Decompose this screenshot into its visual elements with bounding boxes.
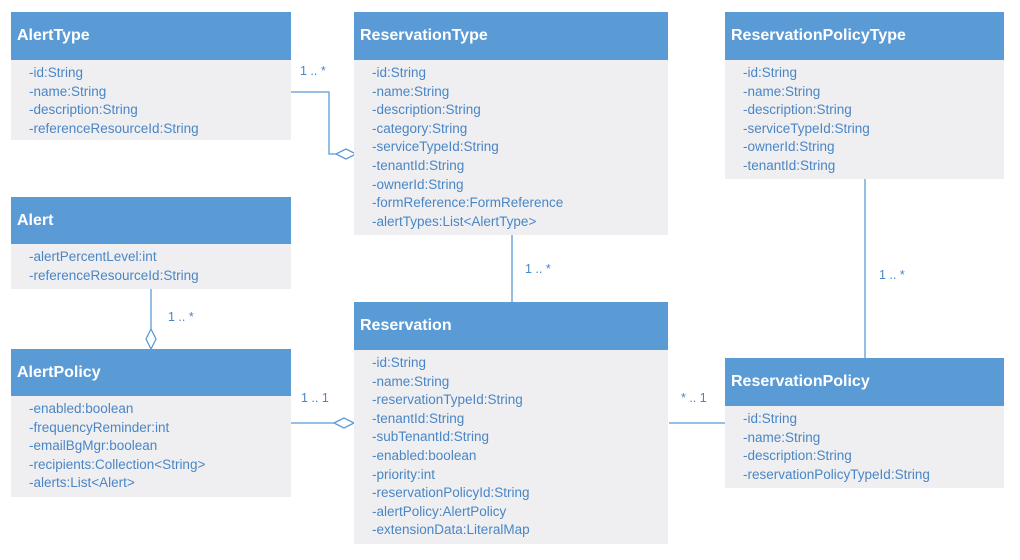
class-alert-policy[interactable]: AlertPolicy -enabled:boolean -frequencyRe… bbox=[11, 349, 291, 497]
class-attribute: -reservationPolicyId:String bbox=[372, 485, 530, 501]
class-title: Alert bbox=[11, 197, 291, 244]
class-attribute: -serviceTypeId:String bbox=[743, 120, 870, 136]
class-attribute: -alertPolicy:AlertPolicy bbox=[372, 503, 507, 519]
class-attributes: -id:String -name:String -description:Strin… bbox=[354, 60, 668, 235]
multiplicity-reservationtype-reservation: 1 .. * bbox=[525, 262, 551, 276]
aggregation-diamond bbox=[332, 417, 356, 429]
class-attribute: -alertTypes:List<AlertType> bbox=[372, 213, 537, 229]
class-attribute: -id:String bbox=[372, 65, 427, 80]
class-attribute: -name:String bbox=[29, 83, 107, 99]
class-attribute: -description:String bbox=[743, 102, 852, 118]
class-attribute: -description:String bbox=[372, 102, 481, 118]
class-attribute: -extensionData:LiteralMap bbox=[372, 522, 530, 538]
multiplicity-policytype-policy: 1 .. * bbox=[879, 268, 905, 282]
class-attribute: -description:String bbox=[29, 102, 138, 118]
class-title: AlertPolicy bbox=[11, 349, 291, 396]
multiplicity-alert-alertpolicy: 1 .. * bbox=[168, 310, 194, 324]
class-attribute: -alerts:List<Alert> bbox=[29, 475, 135, 491]
class-attribute: -ownerId:String bbox=[372, 176, 464, 192]
multiplicity-alerttype-reservationtype: 1 .. * bbox=[300, 64, 326, 78]
class-attribute: -enabled:boolean bbox=[29, 401, 134, 416]
class-attribute: -referenceResourceId:String bbox=[29, 120, 199, 136]
class-attribute: -id:String bbox=[372, 355, 427, 370]
class-attribute: -formReference:FormReference bbox=[372, 195, 564, 211]
class-attributes: -alertPercentLevel:int -referenceResource… bbox=[11, 244, 291, 289]
class-attribute: -tenantId:String bbox=[372, 410, 465, 426]
class-attribute: -referenceResourceId:String bbox=[29, 267, 199, 283]
class-title: AlertType bbox=[11, 12, 291, 60]
class-attribute: -recipients:Collection<String> bbox=[29, 456, 206, 472]
class-attribute: -category:String bbox=[372, 120, 468, 136]
class-attribute: -name:String bbox=[743, 429, 821, 445]
multiplicity-reservation-policy: * .. 1 bbox=[681, 391, 707, 405]
class-title: ReservationType bbox=[354, 12, 668, 60]
class-attributes: -id:String -name:String -reservationTypeId… bbox=[354, 350, 668, 544]
class-attribute: -id:String bbox=[743, 411, 798, 426]
class-attribute: -reservationPolicyTypeId:String bbox=[743, 466, 930, 482]
class-attribute: -description:String bbox=[743, 448, 852, 464]
class-attribute: -tenantId:String bbox=[743, 157, 836, 173]
class-title: ReservationPolicyType bbox=[725, 12, 1004, 60]
class-attribute: -priority:int bbox=[372, 466, 436, 482]
class-attribute: -name:String bbox=[743, 83, 821, 99]
class-attribute: -name:String bbox=[372, 373, 450, 389]
class-attribute: -id:String bbox=[743, 65, 798, 80]
class-attribute: -serviceTypeId:String bbox=[372, 139, 499, 155]
class-attributes: -id:String -name:String -description:Strin… bbox=[11, 60, 291, 140]
class-alert-type[interactable]: AlertType -id:String -name:String -descrip… bbox=[11, 12, 291, 140]
class-attributes: -id:String -name:String -description:Strin… bbox=[725, 60, 1004, 179]
class-reservation-type[interactable]: ReservationType -id:String -name:String -d… bbox=[354, 12, 668, 235]
class-attribute: -alertPercentLevel:int bbox=[29, 249, 157, 264]
class-reservation[interactable]: Reservation -id:String -name:String -reser… bbox=[354, 302, 668, 544]
class-title: Reservation bbox=[354, 302, 668, 350]
class-attribute: -subTenantId:String bbox=[372, 429, 490, 445]
class-attribute: -emailBgMgr:boolean bbox=[29, 438, 158, 454]
connector-alerttype-reservationtype bbox=[291, 91, 336, 155]
class-attribute: -ownerId:String bbox=[743, 139, 835, 155]
aggregation-diamond bbox=[334, 148, 358, 160]
class-reservation-policy-type[interactable]: ReservationPolicyType -id:String -name:St… bbox=[725, 12, 1004, 179]
class-attribute: -reservationTypeId:String bbox=[372, 392, 523, 408]
class-attributes: -id:String -name:String -description:Strin… bbox=[725, 406, 1004, 488]
class-attribute: -enabled:boolean bbox=[372, 447, 477, 463]
class-attributes: -enabled:boolean -frequencyReminder:int -e… bbox=[11, 396, 291, 497]
class-attribute: -id:String bbox=[29, 65, 84, 80]
aggregation-diamond bbox=[145, 327, 157, 351]
class-attribute: -name:String bbox=[372, 83, 450, 99]
class-attribute: -frequencyReminder:int bbox=[29, 419, 170, 435]
class-attribute: -tenantId:String bbox=[372, 157, 465, 173]
class-title: ReservationPolicy bbox=[725, 358, 1004, 406]
class-alert[interactable]: Alert -alertPercentLevel:int -referenceRe… bbox=[11, 197, 291, 289]
class-reservation-policy[interactable]: ReservationPolicy -id:String -name:String… bbox=[725, 358, 1004, 488]
multiplicity-alertpolicy-reservation: 1 .. 1 bbox=[301, 391, 329, 405]
